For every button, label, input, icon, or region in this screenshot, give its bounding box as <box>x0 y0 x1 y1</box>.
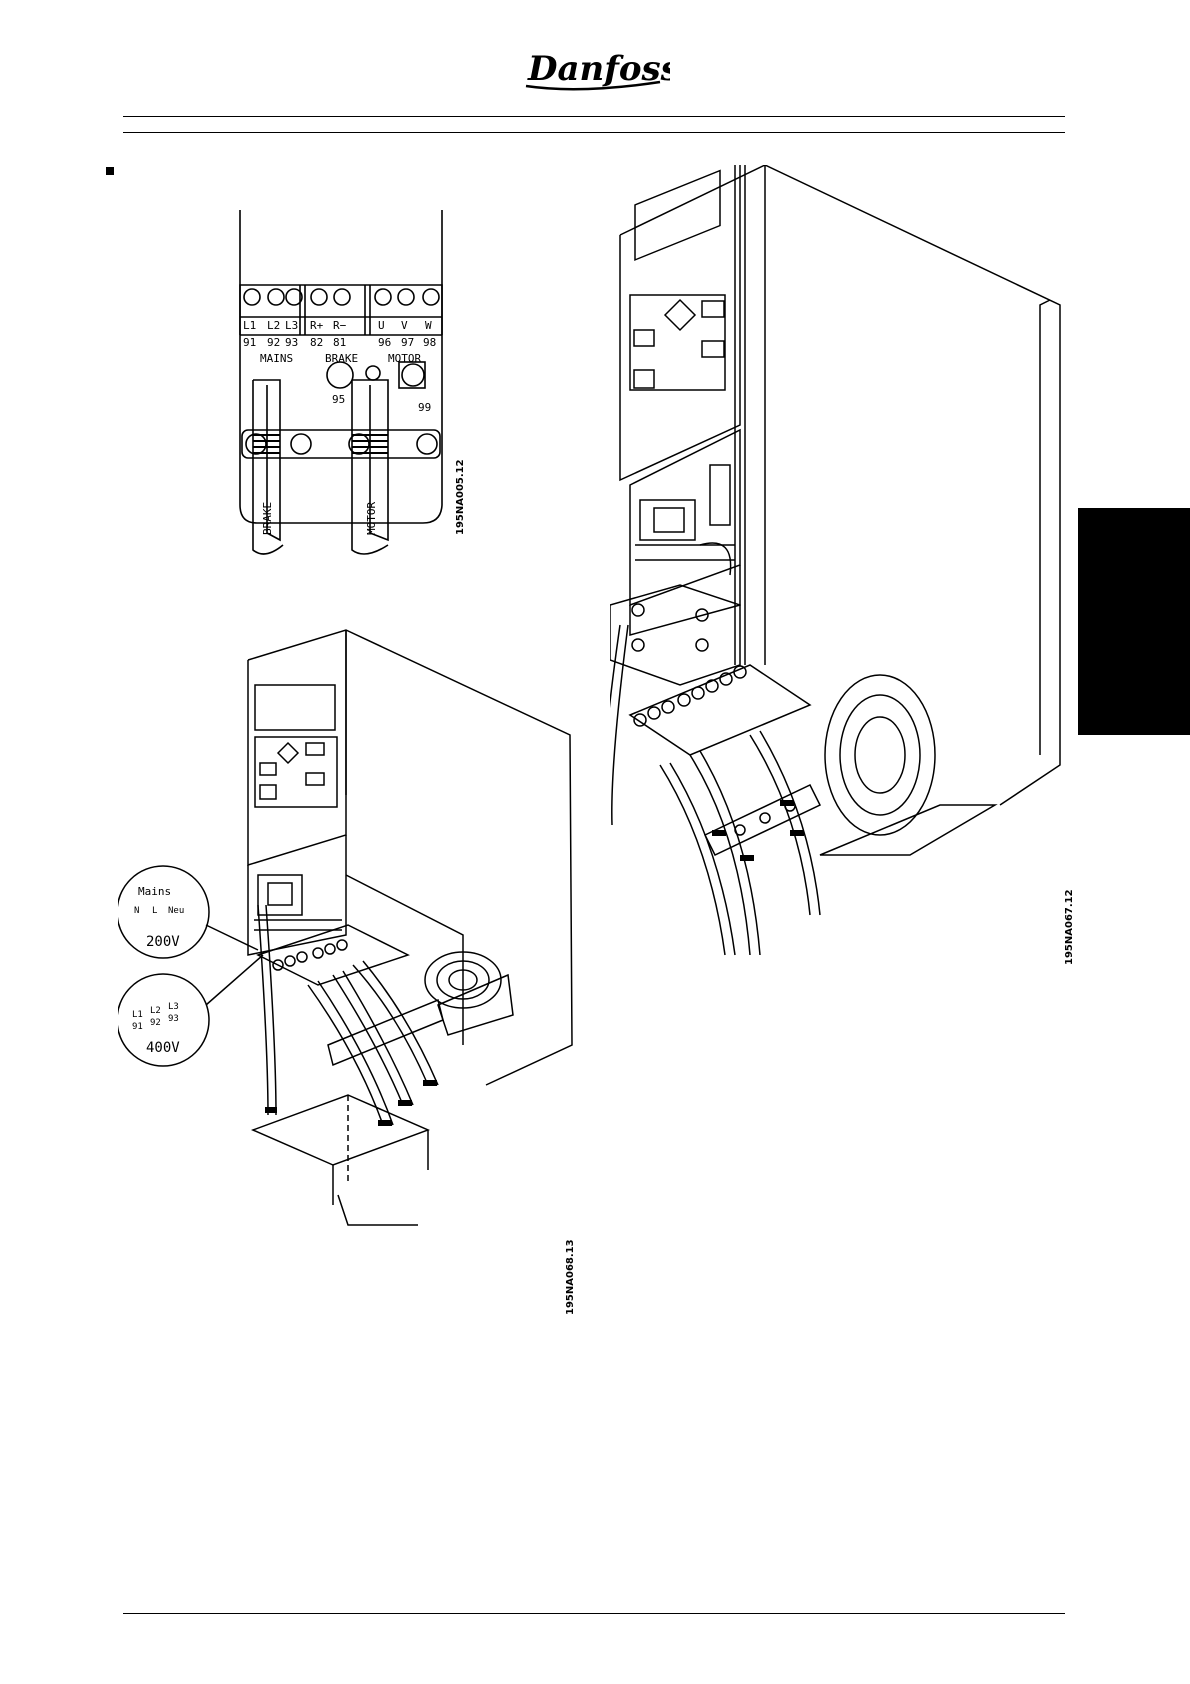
terminal-label-l1: L1 <box>243 319 256 332</box>
terminal-number-93: 93 <box>285 336 298 349</box>
figure-code: 195NA005.12 <box>455 459 466 535</box>
earth-terminal-99: 99 <box>418 401 431 414</box>
terminal-label-l2: L2 <box>267 319 280 332</box>
group-label-brake: BRAKE <box>325 352 358 365</box>
inset-200v-title: Mains <box>138 885 171 898</box>
terminal-label-w: W <box>425 319 432 332</box>
terminal-number-91: 91 <box>243 336 256 349</box>
inset-200v-terminal-n: N <box>134 906 139 916</box>
group-label-mains: MAINS <box>260 352 293 365</box>
terminal-label-v: V <box>401 319 408 332</box>
figure-terminal-diagram: L1 L2 L3 R+ R− U V W 91 92 93 82 81 96 9… <box>225 205 470 580</box>
terminal-label-l3: L3 <box>285 319 298 332</box>
inset-400v-terminal-l3: L3 <box>168 1002 179 1012</box>
terminal-label-r-plus: R+ <box>310 319 324 332</box>
terminal-label-r-minus: R− <box>333 319 347 332</box>
header-rule-top <box>123 116 1065 117</box>
inset-400v-number-93: 93 <box>168 1014 179 1024</box>
earth-terminal-95: 95 <box>332 393 345 406</box>
inset-400v-terminal-l1: L1 <box>132 1010 143 1020</box>
inset-400v-terminal-l2: L2 <box>150 1006 161 1016</box>
inset-200v-terminal-l: L <box>152 906 157 916</box>
terminal-number-92: 92 <box>267 336 280 349</box>
footer-rule <box>123 1613 1065 1614</box>
inset-400v-voltage: 400V <box>146 1040 180 1056</box>
header-rule-bottom <box>123 132 1065 133</box>
figure-code: 195NA067.12 <box>1064 889 1075 965</box>
group-label-motor: MOTOR <box>388 352 421 365</box>
terminal-number-96: 96 <box>378 336 391 349</box>
terminal-number-98: 98 <box>423 336 436 349</box>
terminal-number-81: 81 <box>333 336 346 349</box>
terminal-label-u: U <box>378 319 385 332</box>
terminal-number-97: 97 <box>401 336 414 349</box>
cable-label-brake: BRAKE <box>261 502 274 535</box>
terminal-number-82: 82 <box>310 336 323 349</box>
inset-200v-voltage: 200V <box>146 934 180 950</box>
figure-drive-large: 195NA067.12 <box>610 165 1080 1045</box>
figure-code: 195NA068.13 <box>565 1239 576 1315</box>
inset-400v-number-92: 92 <box>150 1018 161 1028</box>
cable-label-motor: MOTOR <box>365 502 378 535</box>
figure-drive-small: Mains N L Neu 200V L1 L2 L3 91 92 93 400… <box>118 625 588 1315</box>
inset-400v-number-91: 91 <box>132 1022 143 1032</box>
section-bullet <box>106 167 114 175</box>
inset-200v-terminal-neu: Neu <box>168 906 184 916</box>
danfoss-logo: Danfoss <box>520 38 670 98</box>
chapter-side-tab <box>1078 508 1190 735</box>
